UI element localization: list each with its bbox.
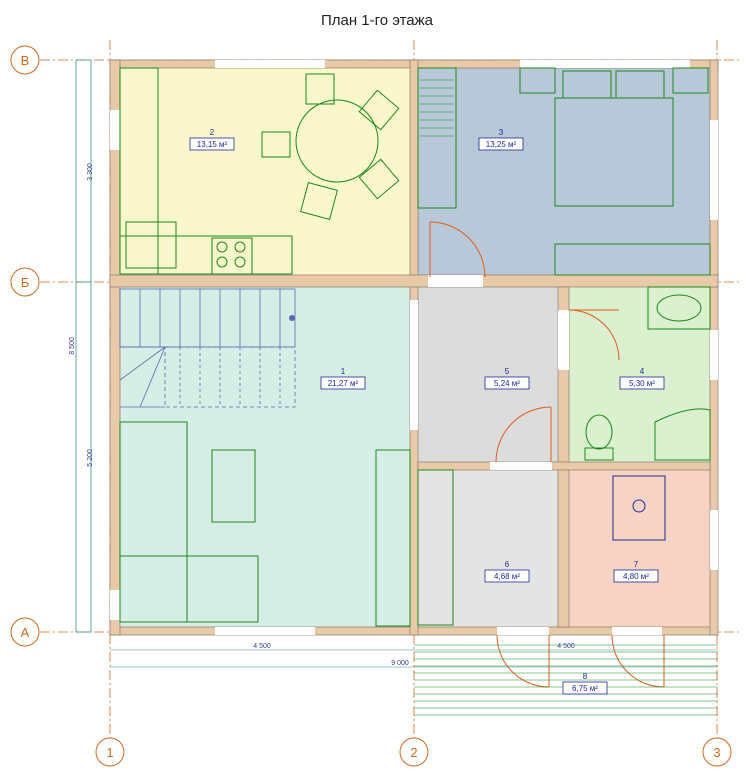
room-area: 4,68 м² bbox=[494, 572, 520, 581]
chair bbox=[358, 158, 400, 200]
room-number: 4 bbox=[640, 367, 645, 376]
stairs bbox=[119, 288, 296, 408]
wall-middle-h bbox=[109, 274, 719, 288]
nightstand bbox=[519, 67, 556, 94]
dim-left-bottom: 5 200 bbox=[87, 449, 94, 467]
room-area-box bbox=[320, 376, 366, 390]
porch bbox=[414, 644, 718, 716]
room-area-box bbox=[562, 681, 608, 695]
dimension-bar-left bbox=[75, 59, 92, 633]
coffee-table bbox=[211, 449, 256, 523]
room-label-1: 1 21,27 м² bbox=[320, 367, 366, 390]
room-6-fill bbox=[418, 470, 558, 627]
wardrobe bbox=[554, 243, 711, 276]
room-area: 5,30 м² bbox=[629, 379, 655, 388]
axis-marker-2 bbox=[399, 737, 429, 767]
axis-label-2: 2 bbox=[410, 745, 417, 760]
plan-title: План 1-го этажа bbox=[320, 12, 434, 29]
room-area: 4,80 м² bbox=[623, 572, 649, 581]
room-label-5: 5 5,24 м² bbox=[484, 367, 530, 390]
axis-marker-b bbox=[10, 267, 40, 297]
pillow bbox=[615, 70, 665, 99]
shelving bbox=[417, 67, 457, 209]
shelving bbox=[417, 469, 454, 626]
room-1-fill bbox=[120, 287, 410, 627]
room-area-box bbox=[189, 137, 235, 151]
room-area-box bbox=[619, 376, 665, 390]
boiler bbox=[612, 475, 666, 541]
wall-partition-1 bbox=[557, 286, 570, 628]
cooktop bbox=[211, 237, 253, 275]
room-label-2: 2 13,15 м² bbox=[189, 128, 235, 151]
nightstand bbox=[672, 67, 709, 94]
room-number: 6 bbox=[505, 560, 510, 569]
room-label-4: 4 5,30 м² bbox=[619, 367, 665, 390]
axis-marker-1 bbox=[95, 737, 125, 767]
room-area: 21,27 м² bbox=[328, 379, 359, 388]
living-furniture bbox=[119, 421, 454, 627]
room-area: 13,25 м² bbox=[486, 140, 517, 149]
washbasin bbox=[647, 286, 711, 330]
chair bbox=[261, 131, 291, 158]
tv-unit bbox=[375, 449, 411, 627]
room-area-box bbox=[478, 137, 524, 151]
room-area: 6,75 м² bbox=[572, 684, 598, 693]
room-area-box bbox=[484, 376, 530, 390]
axis-label-3: 3 bbox=[713, 745, 720, 760]
room-number: 1 bbox=[341, 367, 346, 376]
room-label-8: 8 6,75 м² bbox=[562, 672, 608, 695]
room-number: 8 bbox=[583, 672, 588, 681]
room-number: 2 bbox=[210, 128, 215, 137]
toilet bbox=[585, 414, 613, 450]
room-2-fill bbox=[120, 68, 410, 275]
room-area-box bbox=[613, 569, 659, 583]
dim-bottom-left: 4 500 bbox=[253, 643, 271, 650]
room-fills bbox=[120, 68, 710, 627]
room-label-3: 3 13,25 м² bbox=[478, 128, 524, 151]
axis-label-1: 1 bbox=[106, 745, 113, 760]
chair bbox=[300, 182, 338, 220]
pillow bbox=[562, 70, 612, 99]
axis-marker-a bbox=[10, 617, 40, 647]
dim-left-top: 3 300 bbox=[87, 163, 94, 181]
dining-table bbox=[295, 99, 379, 183]
chair bbox=[305, 73, 335, 105]
room-number: 5 bbox=[505, 367, 510, 376]
axis-label-b: Б bbox=[21, 275, 30, 290]
bed bbox=[554, 97, 674, 207]
axis-label-a: А bbox=[21, 625, 30, 640]
room-number: 7 bbox=[634, 560, 639, 569]
bathroom-furniture bbox=[584, 286, 711, 461]
dim-bottom-right: 4 500 bbox=[557, 643, 575, 650]
axis-marker-v bbox=[10, 45, 40, 75]
dim-left-total: 8 500 bbox=[69, 337, 76, 355]
room-number: 3 bbox=[499, 128, 504, 137]
room-5-fill bbox=[418, 287, 558, 462]
axis-markers bbox=[10, 45, 732, 767]
room-label-6: 6 4,68 м² bbox=[484, 560, 530, 583]
room-3-fill bbox=[418, 68, 710, 275]
kitchen-sink bbox=[125, 221, 177, 269]
room-label-7: 7 4,80 м² bbox=[613, 560, 659, 583]
axis-label-v: В bbox=[21, 53, 30, 68]
room-labels: 1 21,27 м² 2 13,15 м² 3 13,25 м² 4 5,30 м² 5 5,24… bbox=[189, 128, 665, 695]
kitchen-counter-bottom bbox=[119, 235, 293, 275]
dim-bottom-total: 9 000 bbox=[391, 660, 409, 667]
chair bbox=[358, 89, 400, 131]
sofa bbox=[119, 555, 259, 623]
wall-left bbox=[109, 59, 121, 636]
bedroom-furniture bbox=[417, 67, 711, 276]
axis-marker-3 bbox=[702, 737, 732, 767]
shower bbox=[654, 408, 711, 461]
kitchen-furniture bbox=[119, 67, 400, 275]
room-area: 5,24 м² bbox=[494, 379, 520, 388]
cooktop-burner bbox=[216, 241, 228, 253]
room-area: 13,15 м² bbox=[197, 140, 228, 149]
wall-partition-2 bbox=[417, 461, 711, 471]
doors bbox=[429, 221, 665, 688]
room-7-fill bbox=[569, 470, 710, 627]
room-area-box bbox=[484, 569, 530, 583]
